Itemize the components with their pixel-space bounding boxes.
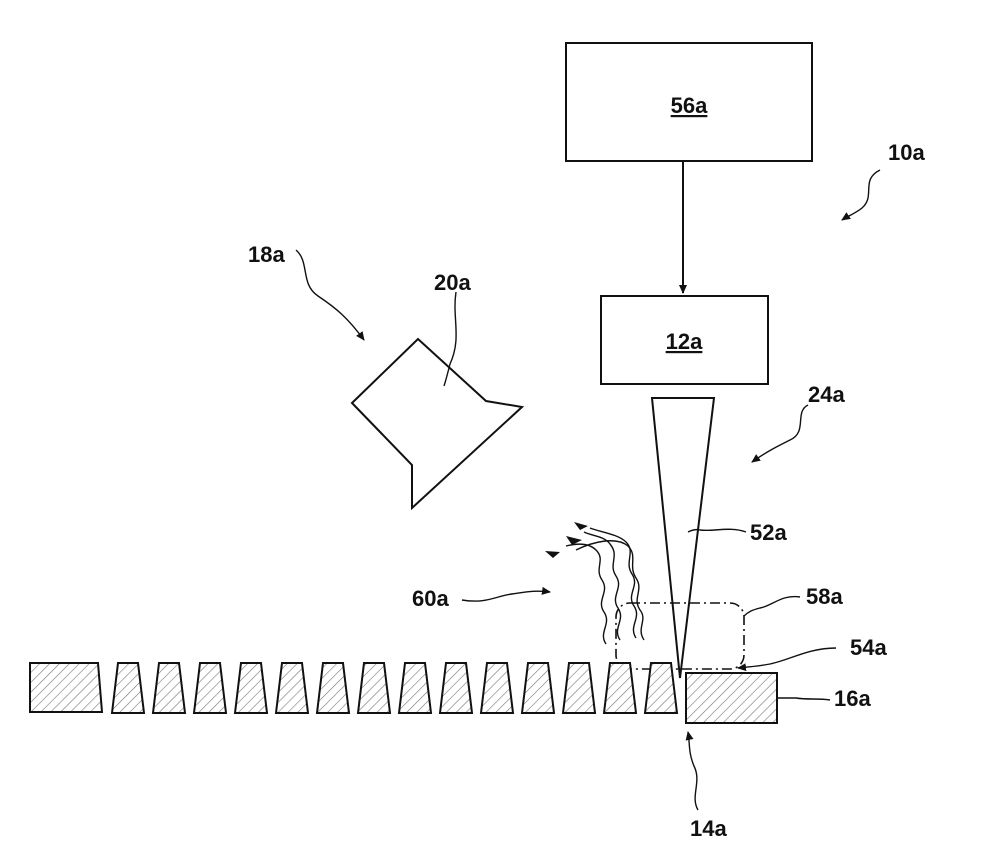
ref-label-52a: 52a — [750, 520, 787, 545]
ref-label-14a: 14a — [690, 816, 727, 841]
strip-segment — [604, 663, 636, 713]
strip-segment — [235, 663, 267, 713]
emission-waves-60a — [545, 522, 644, 644]
strip-segment — [276, 663, 308, 713]
strip-segment — [194, 663, 226, 713]
ref-label-60a: 60a — [412, 586, 449, 611]
leader-16a — [778, 698, 830, 700]
leader-24a — [752, 405, 808, 462]
strip-segment — [30, 663, 102, 712]
strip-segment — [317, 663, 349, 713]
workpiece-strip — [30, 663, 777, 723]
strip-segment — [153, 663, 185, 713]
ref-label-10a: 10a — [888, 140, 925, 165]
leader-60a — [462, 591, 550, 601]
ref-label-24a: 24a — [808, 382, 845, 407]
ref-label-58a: 58a — [806, 584, 843, 609]
sensor-20a — [352, 339, 522, 508]
ref-label-16a: 16a — [834, 686, 871, 711]
leader-54a — [738, 648, 836, 668]
beam-52a — [652, 398, 714, 678]
leader-58a — [744, 597, 800, 616]
leader-14a — [688, 732, 698, 810]
ref-label-20a: 20a — [434, 270, 471, 295]
box-12a: 12a — [601, 296, 768, 384]
strip-segment — [563, 663, 595, 713]
leader-10a — [842, 170, 880, 220]
strip-segment — [399, 663, 431, 713]
strip-segment — [440, 663, 472, 713]
box-56a: 56a — [566, 43, 812, 161]
strip-segment — [522, 663, 554, 713]
ref-label-18a: 18a — [248, 242, 285, 267]
strip-segment — [112, 663, 144, 713]
workpiece-16a — [686, 673, 777, 723]
box-56a-label: 56a — [671, 93, 708, 118]
leader-18a — [296, 250, 364, 340]
box-12a-label: 12a — [666, 329, 703, 354]
strip-segment — [645, 663, 677, 713]
ref-label-54a: 54a — [850, 635, 887, 660]
strip-segment — [481, 663, 513, 713]
strip-segment — [358, 663, 390, 713]
